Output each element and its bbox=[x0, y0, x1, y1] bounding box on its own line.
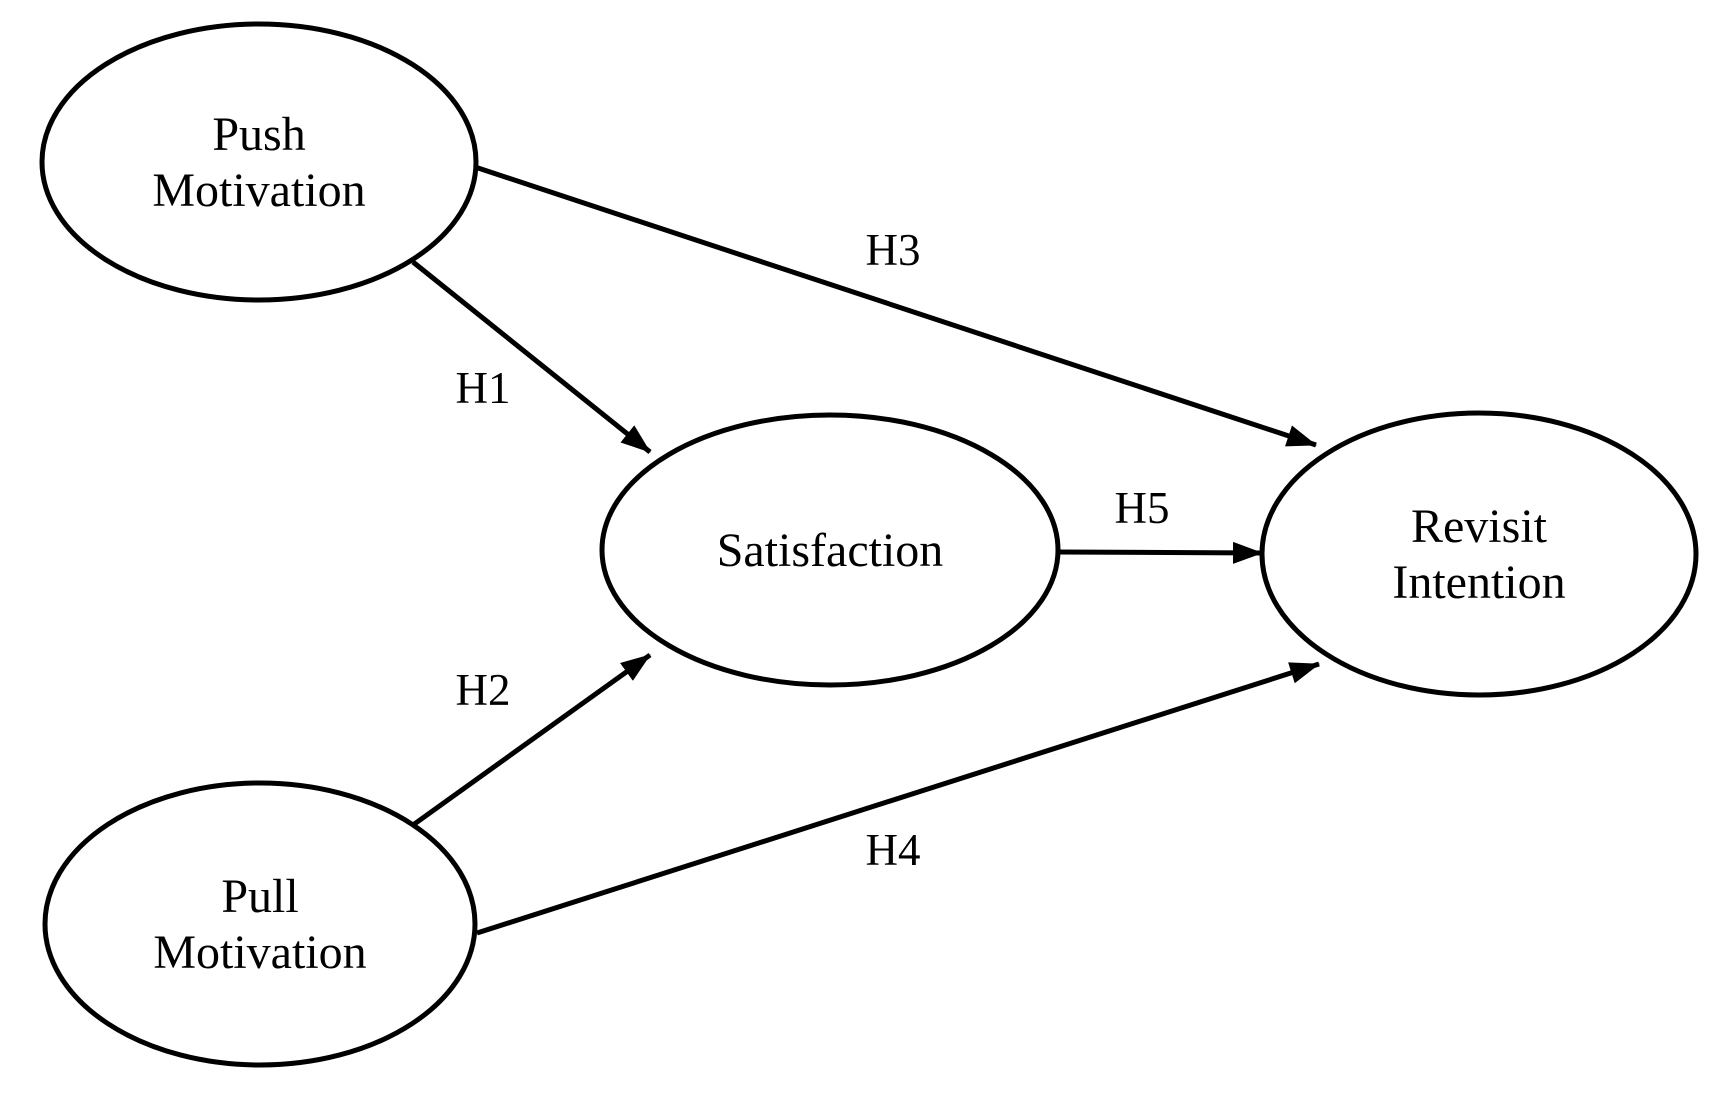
node-label-line: Push bbox=[212, 108, 305, 161]
edge-label-h3: H3 bbox=[866, 225, 921, 275]
node-label-line: Intention bbox=[1392, 556, 1565, 609]
edge-label-h2: H2 bbox=[456, 665, 511, 715]
node-ellipse-push-motivation bbox=[39, 21, 479, 303]
node-label-line: Motivation bbox=[152, 164, 365, 217]
node-ellipse-satisfaction bbox=[599, 412, 1061, 688]
node-label-line: Revisit bbox=[1411, 500, 1548, 553]
edge-label-h4: H4 bbox=[866, 825, 921, 875]
node-ellipse-pull-motivation bbox=[42, 780, 478, 1068]
edge-label-h5: H5 bbox=[1115, 483, 1170, 533]
node-label-line: Pull bbox=[221, 870, 298, 923]
edge-h5-arrow bbox=[1057, 541, 1263, 564]
node-label-satisfaction: Satisfaction bbox=[717, 524, 944, 577]
node-label-line: Satisfaction bbox=[717, 524, 944, 577]
edge-label-h1: H1 bbox=[456, 363, 511, 413]
node-satisfaction: Satisfaction bbox=[599, 412, 1061, 688]
edge-h1-arrow bbox=[411, 260, 652, 454]
edge-h2-arrow bbox=[411, 652, 652, 828]
edge-h3-arrow bbox=[471, 163, 1317, 448]
edge-h4-arrow bbox=[476, 661, 1320, 936]
node-ellipse-revisit-intention bbox=[1259, 410, 1699, 698]
node-label-line: Motivation bbox=[153, 926, 366, 979]
